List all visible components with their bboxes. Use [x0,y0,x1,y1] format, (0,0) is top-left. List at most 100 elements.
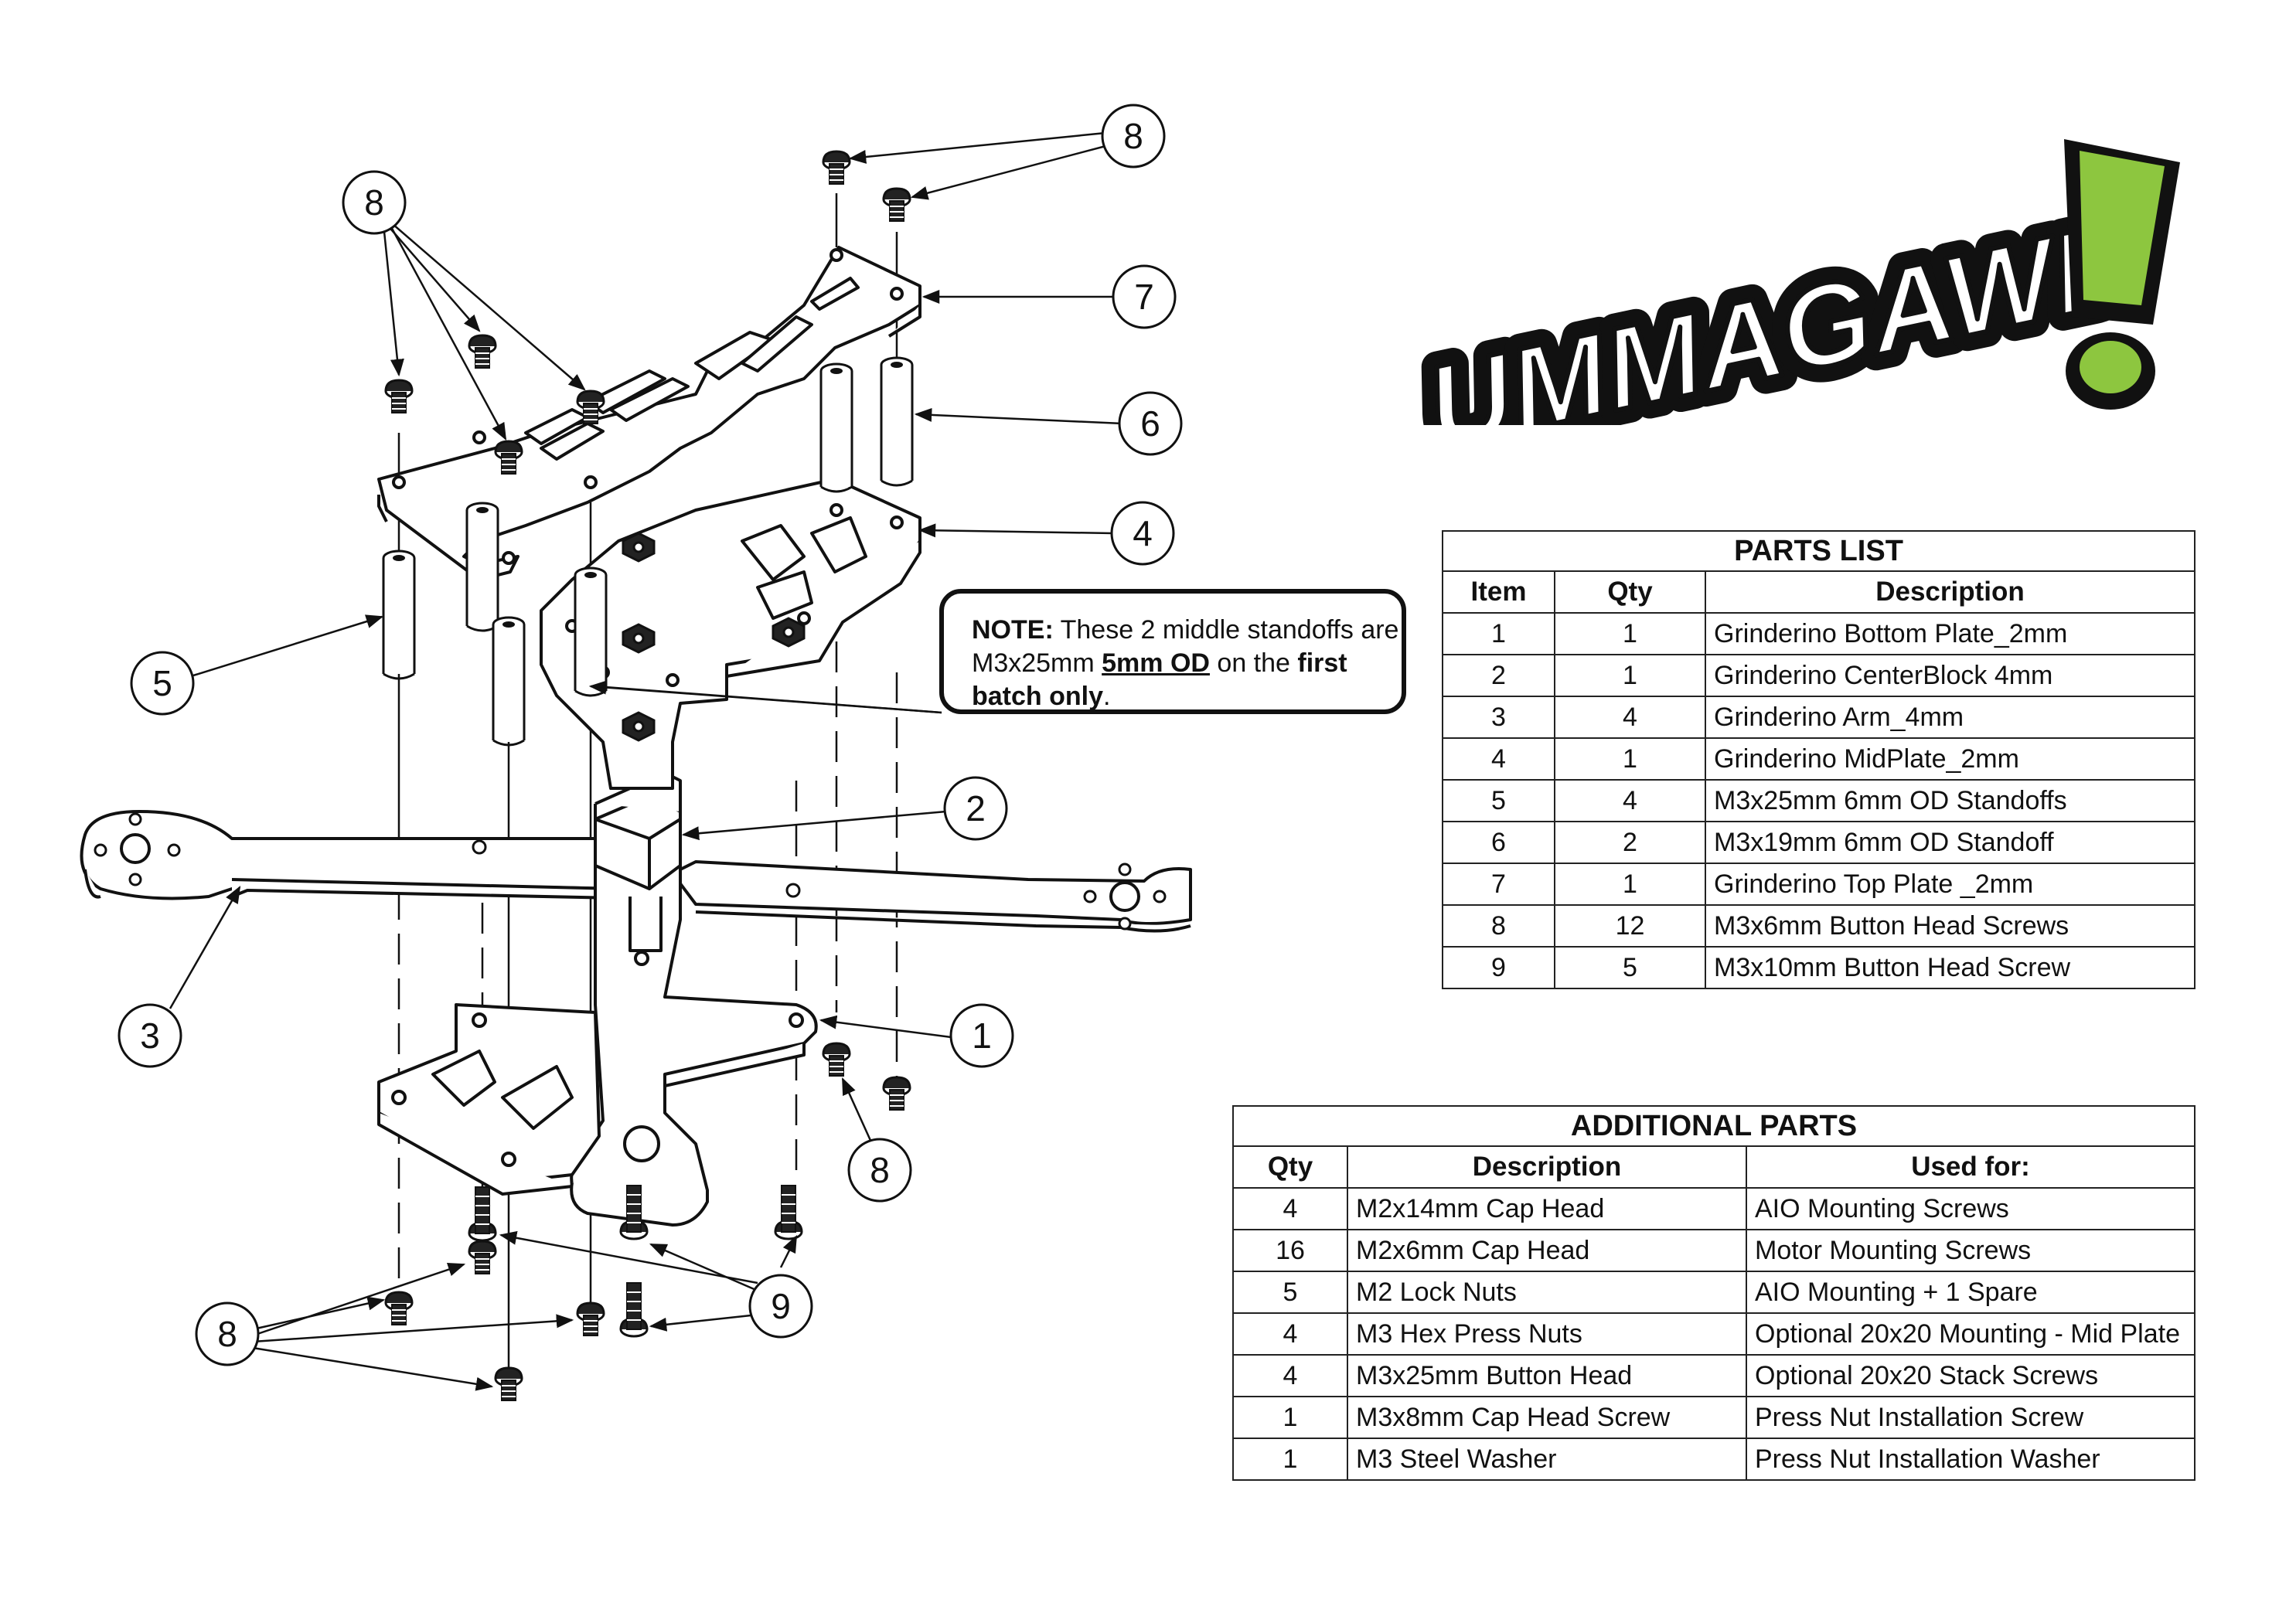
table-cell: 6 [1442,821,1555,864]
table-cell: M3 Steel Washer [1347,1438,1747,1481]
callout-number: 8 [1123,116,1143,156]
screw-top-4 [468,334,497,369]
table-cell: AIO Mounting Screws [1746,1187,2196,1230]
table-cell: 5 [1442,779,1555,822]
callout-0: 8 [342,170,407,235]
additional-parts-title: ADDITIONAL PARTS [1232,1105,2196,1147]
table-cell: 1 [1232,1438,1348,1481]
table-cell: M3x19mm 6mm OD Standoff [1705,821,2196,864]
standoff-middle-a [492,616,526,747]
long-screw-4 [619,1281,649,1338]
col-header: Qty [1554,570,1706,614]
callout-number: 1 [972,1016,992,1056]
standoff-note: NOTE: These 2 middle standoffs are M3x25… [939,589,1406,714]
table-cell: 4 [1442,737,1555,781]
arm-parts [80,810,1192,933]
hex-nuts [622,532,806,742]
note-period: . [1103,682,1111,711]
screw-top-3 [384,379,414,414]
table-cell: M2x6mm Cap Head [1347,1229,1747,1272]
table-cell: Press Nut Installation Screw [1746,1396,2196,1439]
table-cell: 5 [1554,946,1706,989]
table-cell: 1 [1442,612,1555,655]
callout-4: 4 [1110,501,1175,566]
parts-list-title: PARTS LIST [1442,530,2196,572]
additional-parts-table: ADDITIONAL PARTS Qty Description Used fo… [1232,1105,2196,1481]
screw-bottom-4 [468,1240,497,1275]
screw-bottom-5 [576,1301,605,1337]
table-cell: Press Nut Installation Washer [1746,1438,2196,1481]
col-header: Item [1442,570,1555,614]
table-cell: M3x25mm 6mm OD Standoffs [1705,779,2196,822]
note-emphasis: 5mm OD [1102,648,1210,678]
callout-number: 8 [870,1150,890,1190]
table-cell: Grinderino Top Plate _2mm [1705,863,2196,906]
table-cell: M3x6mm Button Head Screws [1705,904,2196,948]
table-cell: 1 [1232,1396,1348,1439]
callout-5: 5 [130,651,195,716]
table-cell: M2x14mm Cap Head [1347,1187,1747,1230]
long-screw-1 [468,1186,497,1242]
table-cell: Grinderino Arm_4mm [1705,696,2196,739]
table-cell: 4 [1232,1187,1348,1230]
standoff-left-rear [382,550,416,680]
standoff-left-front [465,502,499,632]
note-text-3: on the [1209,648,1298,678]
table-cell: 3 [1442,696,1555,739]
table-cell: 2 [1442,654,1555,697]
table-cell: 1 [1554,737,1706,781]
callout-6: 2 [943,776,1008,841]
callout-7: 3 [118,1003,182,1068]
callout-number: 8 [217,1314,237,1354]
table-cell: M2 Lock Nuts [1347,1271,1747,1314]
table-cell: 5 [1232,1271,1348,1314]
table-cell: Optional 20x20 Stack Screws [1746,1354,2196,1397]
callout-number: 6 [1140,403,1160,444]
callout-1: 8 [1101,104,1166,168]
ummagawd-logo: UMMAGAWD UMMAGAWD [1400,139,2180,425]
note-leader [594,685,942,714]
top-plate [377,246,921,581]
table-cell: 12 [1554,904,1706,948]
note-label: NOTE: [972,615,1054,645]
table-cell: AIO Mounting + 1 Spare [1746,1271,2196,1314]
table-cell: 1 [1554,654,1706,697]
callout-number: 9 [771,1286,791,1326]
callout-number: 2 [966,788,986,829]
callout-9: 8 [847,1138,912,1203]
table-cell: Grinderino Bottom Plate_2mm [1705,612,2196,655]
callout-number: 5 [152,663,172,703]
table-cell: Grinderino CenterBlock 4mm [1705,654,2196,697]
logo-exclamation-icon [2064,139,2180,410]
table-cell: 4 [1232,1354,1348,1397]
table-cell: M3x8mm Cap Head Screw [1347,1396,1747,1439]
screw-bottom-2 [882,1076,911,1111]
callout-2: 7 [1112,264,1177,329]
note-text-1: These 2 middle standoffs are [1053,615,1399,645]
standoff-top-b [880,356,914,487]
table-cell: M3 Hex Press Nuts [1347,1312,1747,1356]
callout-10: 9 [748,1274,813,1339]
table-cell: Motor Mounting Screws [1746,1229,2196,1272]
screw-top-1 [822,150,851,185]
callout-bubbles: 8 8 7 6 4 5 2 3 1 8 9 8 [118,104,1183,1366]
note-text-2: M3x25mm [972,648,1102,678]
table-cell: M3x10mm Button Head Screw [1705,946,2196,989]
callout-number: 4 [1133,513,1153,553]
table-cell: 1 [1554,863,1706,906]
